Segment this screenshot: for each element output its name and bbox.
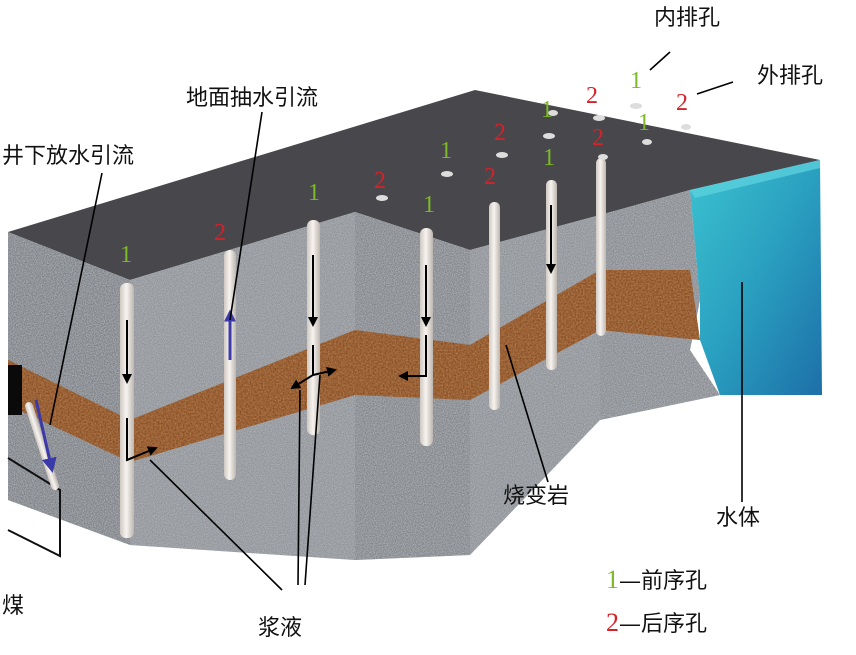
legend-text: —后序孔 <box>619 612 708 637</box>
label-water-body: 水体 <box>716 506 761 531</box>
coal-seam <box>8 365 22 415</box>
hole-number: 2 <box>494 120 506 146</box>
hole-top <box>598 154 608 160</box>
label-coal: 煤 <box>2 594 25 619</box>
pipe <box>596 158 606 336</box>
pipe <box>120 283 134 538</box>
hole-top <box>630 103 642 109</box>
hole-top <box>496 152 508 158</box>
legend-num: 2 <box>606 608 619 637</box>
hole-number: 1 <box>543 145 555 171</box>
legend-num: 1 <box>606 565 619 594</box>
legend-text: —前序孔 <box>619 569 708 594</box>
label-inner-row: 内排孔 <box>654 6 721 31</box>
hole-top <box>548 110 558 116</box>
hole-number: 1 <box>440 138 452 164</box>
roadway-outline <box>7 457 61 558</box>
water-body-shape <box>690 160 822 395</box>
leader-lines <box>49 51 743 591</box>
pipe <box>489 202 500 410</box>
hole-number: 1 <box>541 97 553 123</box>
pipe <box>224 250 236 480</box>
hole-number: 2 <box>214 220 226 246</box>
label-underground-drainage: 井下放水引流 <box>2 144 135 169</box>
hole-number: 1 <box>308 180 320 206</box>
hole-top <box>376 195 388 201</box>
hole-number: 2 <box>586 83 598 109</box>
hole-top <box>441 171 453 177</box>
hole-number: 1 <box>638 110 650 136</box>
hole-number: 2 <box>592 125 604 151</box>
legend-item-secondary: 2—后序孔 <box>606 610 707 636</box>
label-burnt-rock: 烧变岩 <box>503 484 570 509</box>
flow-arrows <box>34 205 556 473</box>
hole-top <box>681 124 691 130</box>
hole-top <box>642 139 652 145</box>
legend-item-primary: 1—前序孔 <box>606 567 707 593</box>
hole-number: 1 <box>630 68 642 94</box>
top-surface <box>8 90 820 280</box>
label-surface-pumping: 地面抽水引流 <box>186 86 319 111</box>
hole-numbers: 1 2 1 1 2 1 2 2 1 1 2 2 1 1 2 <box>120 68 688 268</box>
hole-top <box>593 115 605 121</box>
hole-number: 2 <box>484 164 496 190</box>
hole-number: 1 <box>423 192 435 218</box>
hole-number: 1 <box>120 242 132 268</box>
hole-number: 2 <box>676 90 688 116</box>
hole-number: 2 <box>374 168 386 194</box>
pipe <box>546 180 557 370</box>
label-slurry: 浆液 <box>258 616 303 641</box>
burnt-rock-layer <box>8 270 700 462</box>
hole-top <box>543 133 555 139</box>
pipe <box>307 220 320 435</box>
left-block-front <box>8 232 130 545</box>
label-outer-row: 外排孔 <box>757 64 824 89</box>
